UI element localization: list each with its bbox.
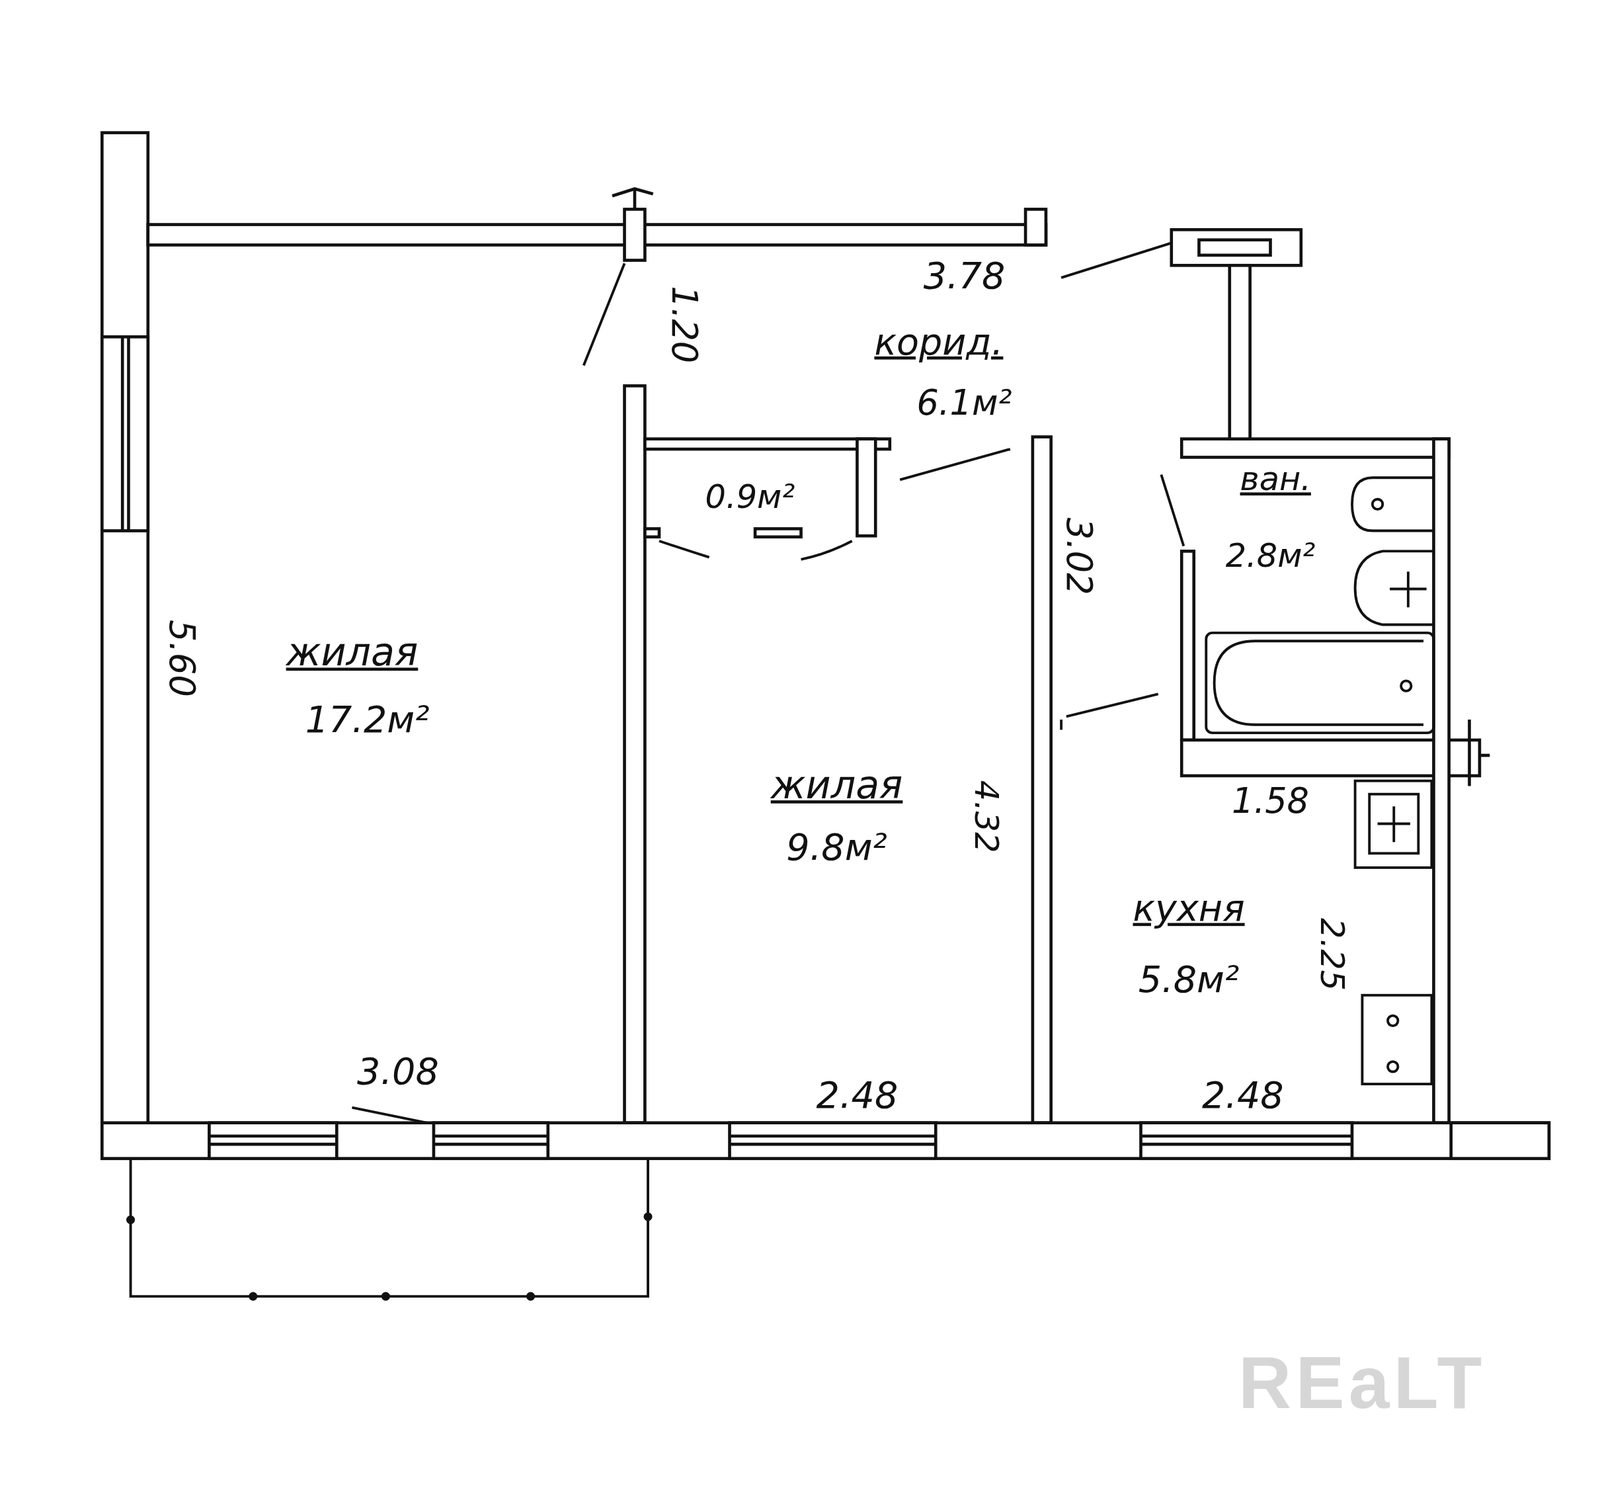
room-area-value: 6.1м² xyxy=(916,384,1012,423)
leader-lines xyxy=(351,242,1184,1122)
walls xyxy=(101,132,1549,1159)
dimension-label: 3.02 xyxy=(1059,517,1098,596)
watermark: REaLT xyxy=(1238,1342,1487,1423)
room-name: ван. xyxy=(1240,461,1312,498)
room-name: жилая xyxy=(286,632,419,676)
bathroom-area: ван. 2.8м² xyxy=(1198,461,1350,584)
room-area-value: 2.8м² xyxy=(1225,538,1316,574)
dimension-label: 2.48 xyxy=(816,1074,899,1115)
dimension-label: 3.08 xyxy=(357,1051,440,1092)
room-name: корид. xyxy=(874,321,1003,362)
closet-area: 0.9м² xyxy=(661,461,851,527)
room-name: кухня xyxy=(1132,887,1245,929)
door-swings xyxy=(659,540,853,560)
room-area-value: 5.8м² xyxy=(1138,959,1240,1000)
fixtures xyxy=(1205,477,1434,1084)
dimension-label: 2.48 xyxy=(1201,1074,1284,1115)
pillar-mark xyxy=(612,189,1490,787)
room-area-value: 17.2м² xyxy=(305,699,430,740)
room-area-value: 0.9м² xyxy=(705,478,796,515)
dimension-label: 5.60 xyxy=(162,619,201,697)
room-area: корид. 6.1м² xyxy=(816,300,1082,429)
dimension-label: 1.58 xyxy=(1231,782,1310,821)
room-area-value: 9.8м² xyxy=(786,826,888,867)
dimension-label: 1.20 xyxy=(664,285,703,363)
kitchen-area: кухня 5.8м² xyxy=(1061,872,1317,1016)
balcony xyxy=(127,1158,652,1300)
room-name: жилая xyxy=(770,764,904,808)
windows xyxy=(101,336,1353,1158)
room-area: жилая 9.8м² xyxy=(653,745,1021,888)
dimension-label: 4.32 xyxy=(967,780,1004,853)
dimension-label: 3.78 xyxy=(923,255,1006,296)
dimension-label: 2.25 xyxy=(1313,917,1350,991)
room-area: жилая 17.2м² xyxy=(153,571,618,776)
